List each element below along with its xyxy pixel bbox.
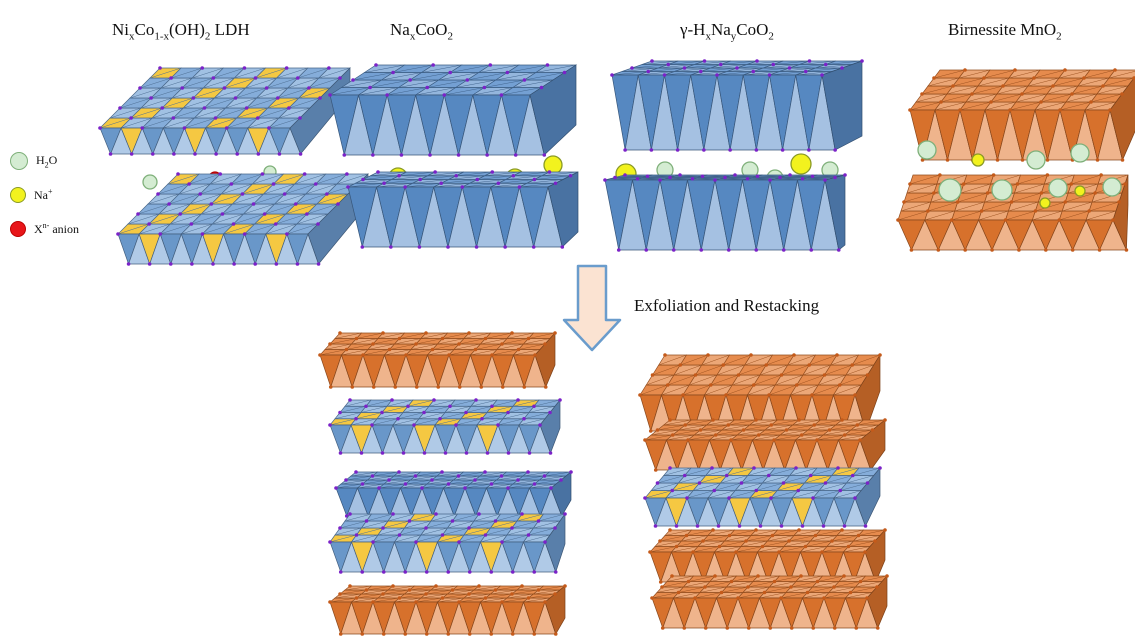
restacked-heterostructure-left: [318, 331, 573, 636]
mno2-nanosheet: [648, 528, 887, 584]
naxcoo2-structure: [328, 63, 579, 249]
water-molecule: [142, 174, 158, 190]
title-naxcoo2: NaxCoO2: [390, 20, 453, 43]
water-molecule: [991, 179, 1013, 201]
cobalt-oxide-layer-top: [610, 59, 864, 152]
water-molecule: [1026, 150, 1046, 170]
down-arrow-icon: [562, 264, 622, 352]
legend-anion: Xn- anion: [10, 212, 79, 246]
gamma-structure: [603, 59, 864, 252]
cobalt-oxide-layer-top: [328, 63, 578, 157]
cobalt-oxide-layer-bottom: [346, 170, 579, 249]
legend-water: H2O: [10, 144, 79, 178]
sodium-ion: [971, 153, 985, 167]
arrow-shape: [562, 264, 622, 352]
title-gamma-hnacoo2: γ-HxNayCoO2: [680, 20, 774, 43]
sodium-ion: [1074, 185, 1086, 197]
title-birnessite: Birnessite MnO2: [948, 20, 1062, 43]
ldh-nanosheet: [328, 398, 562, 455]
ldh-structure: [98, 66, 369, 266]
cobalt-oxide-layer-bottom: [603, 173, 847, 252]
manganese-oxide-layer-bottom: [896, 173, 1129, 252]
mno2-nanosheet: [328, 584, 567, 636]
water-molecule: [1070, 143, 1090, 163]
ldh-nanosheet: [643, 466, 882, 528]
cobalt-oxide-nanosheet: [334, 470, 573, 518]
water-molecule-icon: [10, 152, 28, 170]
anion-icon: [10, 221, 26, 237]
ldh-nanosheet: [328, 512, 567, 574]
mno2-nanosheet: [643, 418, 887, 472]
water-molecule: [917, 140, 937, 160]
process-label: Exfoliation and Restacking: [634, 296, 820, 315]
sodium-ion: [790, 153, 812, 175]
birnessite-structure: [896, 68, 1135, 252]
title-ldh: NixCo1-x(OH)2 LDH: [112, 20, 250, 43]
water-molecule: [1102, 177, 1122, 197]
sodium-ion: [1039, 197, 1051, 209]
water-molecule: [1048, 178, 1068, 198]
legend: H2O Na+ Xn- anion: [10, 144, 79, 246]
water-molecule: [938, 178, 962, 202]
restacked-heterostructure-right: [638, 353, 889, 630]
manganese-oxide-layer-top: [908, 68, 1135, 162]
ldh-layer-bottom: [116, 172, 369, 266]
sodium-ion: [543, 155, 563, 175]
sodium-ion-icon: [10, 187, 26, 203]
mno2-nanosheet: [318, 331, 557, 389]
mno2-nanosheet: [650, 574, 889, 630]
ldh-layer-top: [98, 66, 351, 156]
legend-sodium: Na+: [10, 178, 79, 212]
